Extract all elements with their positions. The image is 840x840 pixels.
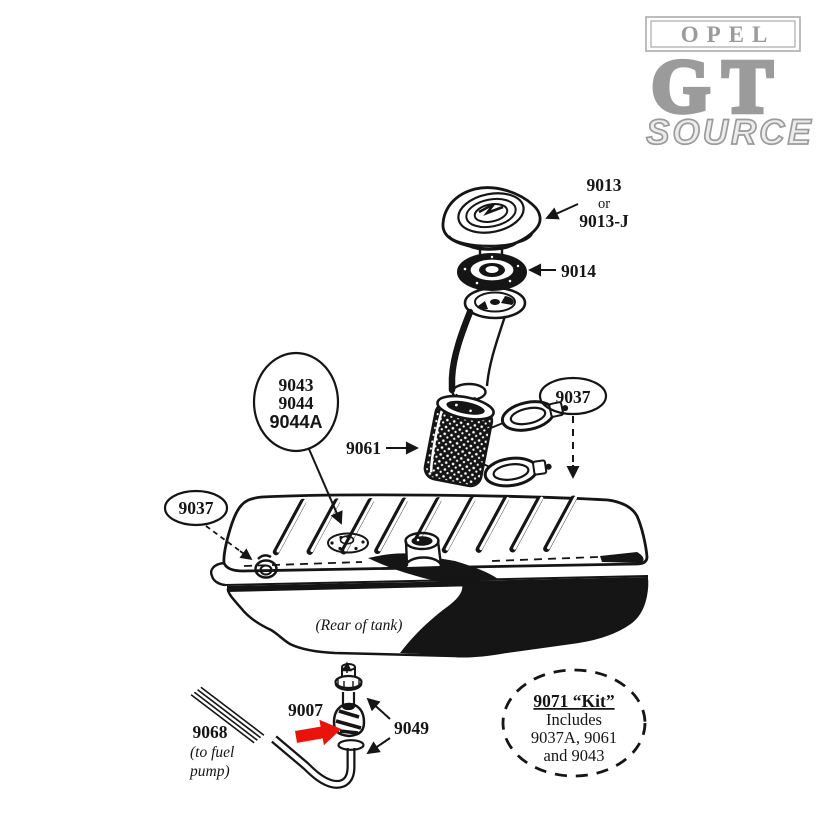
cap-gasket-drawing <box>457 253 527 291</box>
kit-oval <box>501 668 647 778</box>
hose-clamp-lower-drawing <box>483 456 552 488</box>
pickup-tube-drawing <box>271 735 365 789</box>
kit-line3: and 9043 <box>544 746 605 765</box>
callout-clamp-right: 9037 <box>556 387 591 407</box>
cap-callout-arrow <box>545 203 579 220</box>
fuel-line-note-line1: (to fuel <box>190 744 234 761</box>
tank-corner-clamp <box>254 554 278 579</box>
callout-cap-or: or <box>598 196 610 212</box>
hose-clamp-upper-drawing <box>500 400 569 432</box>
fuel-tank-drawing <box>210 493 649 658</box>
cap-lever-detail <box>478 202 504 216</box>
opel-gt-source-logo: OPEL GT SOURCE <box>645 16 814 153</box>
kit-title: 9071 “Kit” <box>533 691 614 711</box>
callout-clamp-left: 9037 <box>179 498 214 518</box>
clamp-left-arrowhead <box>239 548 253 561</box>
filler-neck-drawing <box>448 286 527 402</box>
callout-cap-primary: 9013 <box>587 175 622 195</box>
rear-of-tank-note: (Rear of tank) <box>316 617 403 634</box>
opel-logo-box-outer <box>645 16 801 52</box>
fuel-line-note-line2: pump) <box>189 763 230 780</box>
sender-kit-oval <box>252 351 340 453</box>
callout-gasket: 9014 <box>561 261 596 281</box>
outlet-fitting-drawing <box>334 663 363 711</box>
clamp-upper-pointer-line <box>485 422 504 431</box>
red-highlight-arrow <box>295 719 342 746</box>
clamp-right-oval <box>538 376 608 416</box>
callout-cap-alternate: 9013-J <box>579 211 629 231</box>
pickup-upper-arrow <box>366 697 391 720</box>
clamp-left-dashed-leader <box>205 525 241 552</box>
filler-hose-drawing <box>423 394 495 488</box>
kit-line1: Includes <box>546 710 602 729</box>
callout-sender-line1: 9043 <box>279 375 314 395</box>
callout-pickup-tube: 9049 <box>394 718 429 738</box>
opel-logo-box-inner <box>650 20 796 48</box>
sender-callout-arrow <box>308 448 343 525</box>
grommet-drawing <box>332 702 366 738</box>
fuel-line-drawing <box>190 686 265 744</box>
tank-sender-plate <box>327 532 369 554</box>
clamp-left-oval <box>163 489 229 527</box>
callout-sender-line3: 9044A <box>269 412 322 432</box>
kit-line2: 9037A, 9061 <box>531 728 617 747</box>
logo-source-text: SOURCE <box>646 113 814 152</box>
callout-filler-hose: 9061 <box>346 438 381 458</box>
pickup-lower-arrow <box>366 737 391 755</box>
callout-grommet: 9007 <box>288 700 323 720</box>
tank-inlet-tube <box>404 531 443 576</box>
callout-sender-line2: 9044 <box>279 393 314 413</box>
logo-opel-text: OPEL <box>681 22 776 47</box>
clamp-lower-pointer-line <box>475 460 491 468</box>
logo-gt-text: GT <box>651 45 785 129</box>
callout-fuel-line: 9068 <box>193 722 228 742</box>
